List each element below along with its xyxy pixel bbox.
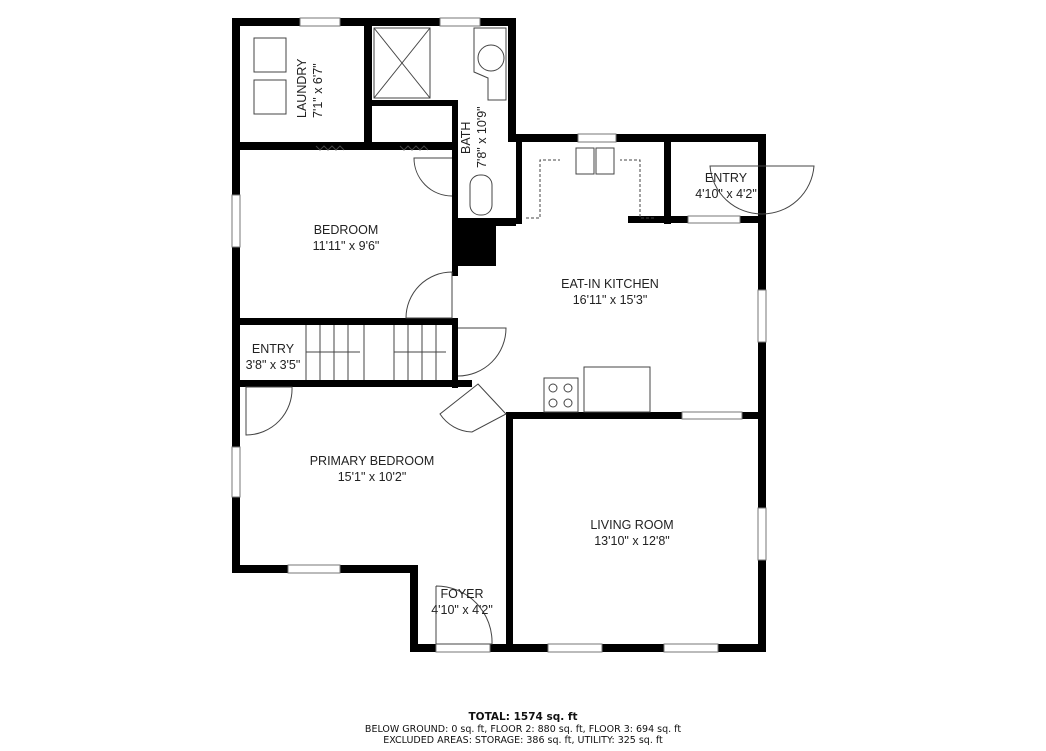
- windows: [231, 17, 767, 653]
- bath-sink: [477, 44, 505, 72]
- wall-kitchen-nw: [516, 134, 522, 224]
- room-dims: 7'8" x 10'9": [475, 106, 489, 168]
- room-name: LIVING ROOM: [590, 518, 673, 532]
- wall-entry-south-b: [740, 216, 764, 223]
- kitchen-sink-right: [595, 147, 615, 175]
- room-dims: 13'10" x 12'8": [594, 534, 670, 548]
- wall-north-kitchen: [508, 134, 766, 142]
- door-bath: [413, 157, 453, 197]
- room-name: FOYER: [440, 587, 483, 601]
- wall-bedroom-north: [232, 142, 456, 150]
- wall-laundry-east: [364, 18, 372, 148]
- room-name: BATH: [459, 122, 473, 154]
- door-bedroom: [405, 271, 453, 319]
- dryer: [253, 79, 287, 115]
- door-stairs: [457, 327, 507, 377]
- bifold-door: [315, 145, 345, 151]
- wall-bath-east: [508, 18, 516, 142]
- room-name: ENTRY: [705, 171, 748, 185]
- wall-kitchen-south: [506, 412, 766, 419]
- stairs: [305, 325, 446, 380]
- bifold-door: [399, 145, 429, 151]
- wall-west: [232, 18, 240, 573]
- wall-entry-west: [664, 134, 671, 224]
- washer: [253, 37, 287, 73]
- wall-stairs-north: [232, 318, 458, 325]
- wall-kitchen-north-stub: [628, 216, 670, 223]
- door-foyer: [435, 585, 493, 645]
- wall-stairs-east: [452, 318, 458, 388]
- wall-foyer-west: [410, 565, 418, 652]
- shower: [373, 27, 431, 99]
- room-dims: 11'11" x 9'6": [313, 239, 380, 253]
- bath-vanity: [473, 27, 507, 101]
- total-label: TOTAL: 1574 sq. ft: [468, 711, 578, 723]
- wall-east: [758, 134, 766, 652]
- kitchen-sink-left: [575, 147, 595, 175]
- chimney: [456, 222, 496, 266]
- room-dims: 15'1" x 10'2": [338, 470, 407, 484]
- room-labels: LAUNDRY 7'1" x 6'7" BATH 7'8" x 10'9" BE…: [246, 58, 757, 617]
- total-area: TOTAL: 1574 sq. ft: [0, 712, 1046, 723]
- wall-north: [232, 18, 516, 26]
- room-name: ENTRY: [252, 342, 295, 356]
- floor-areas: BELOW GROUND: 0 sq. ft, FLOOR 2: 880 sq.…: [364, 724, 682, 735]
- kitchen-counter: [583, 366, 651, 413]
- door-primary: [245, 386, 293, 436]
- room-dims: 3'8" x 3'5": [246, 358, 301, 372]
- wall-stairs-south: [232, 380, 472, 387]
- toilet: [469, 174, 493, 216]
- door-entry-ext: [761, 165, 815, 215]
- room-name: PRIMARY BEDROOM: [310, 454, 435, 468]
- room-name: EAT-IN KITCHEN: [561, 277, 659, 291]
- door-entry-int: [709, 165, 763, 215]
- stove: [543, 377, 579, 413]
- room-dims: 4'10" x 4'2": [431, 603, 493, 617]
- room-dims: 7'1" x 6'7": [311, 63, 325, 118]
- wall-bath-west: [452, 100, 458, 276]
- wall-shower-south: [364, 100, 458, 106]
- wall-living-west: [506, 412, 513, 644]
- fixtures: [245, 27, 815, 645]
- wall-entry-south-a: [664, 216, 688, 223]
- room-name: LAUNDRY: [295, 58, 309, 118]
- room-name: BEDROOM: [314, 223, 379, 237]
- room-dims: 4'10" x 4'2": [695, 187, 757, 201]
- door-kitchen-primary: [439, 383, 507, 433]
- excluded-areas: EXCLUDED AREAS: STORAGE: 386 sq. ft, UTI…: [383, 735, 663, 746]
- room-dims: 16'11" x 15'3": [573, 293, 648, 307]
